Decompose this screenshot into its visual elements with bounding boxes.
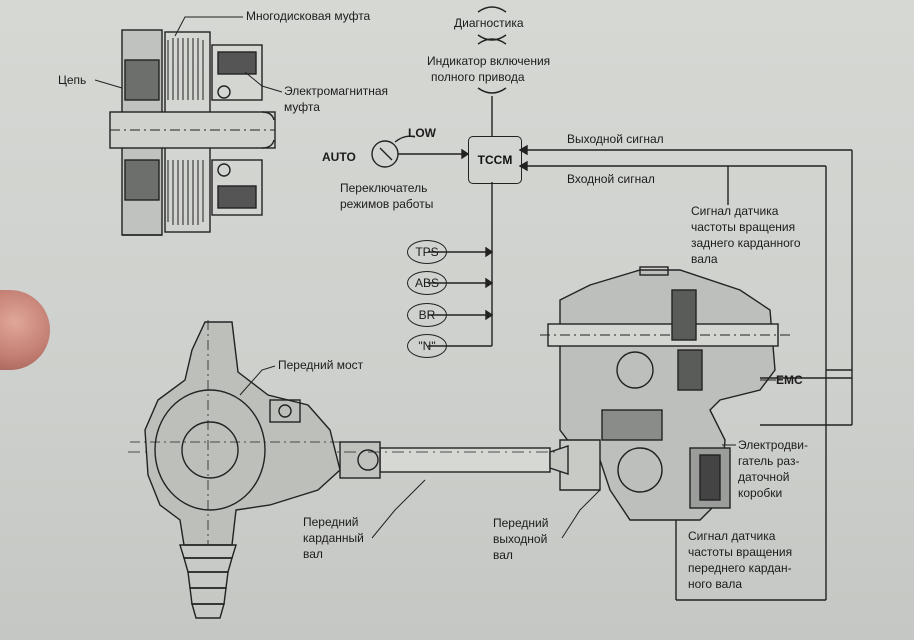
signal-n: "N" [407, 334, 447, 358]
label-awd-indicator-line1: Индикатор включения [427, 54, 551, 68]
transfer-clutch-drawing [109, 29, 276, 236]
label-output-signal: Выходной сигнал [567, 132, 664, 146]
label-emc: EMC [776, 373, 803, 387]
label-rear-sensor-line4: вала [691, 252, 718, 266]
label-front-axle: Передний мост [278, 358, 364, 372]
label-motor-line1: Электродви- [738, 438, 808, 452]
label-chain: Цепь [58, 73, 87, 87]
label-input-signal: Входной сигнал [567, 172, 655, 186]
label-rear-sensor-line1: Сигнал датчика [691, 204, 779, 218]
label-front-sensor-line1: Сигнал датчика [688, 529, 776, 543]
label-front-shaft-line1: Передний [303, 515, 359, 529]
label-front-shaft-line3: вал [303, 547, 323, 561]
signal-wiring [428, 144, 853, 601]
indicator-lamps-drawing [477, 6, 507, 136]
signal-abs: ABS [407, 271, 447, 295]
label-motor-line3: даточной [738, 470, 790, 484]
label-rear-sensor-line3: заднего карданного [691, 236, 801, 250]
label-mode-switch-line2: режимов работы [340, 197, 434, 211]
label-em-clutch-line1: Электромагнитная [284, 84, 389, 98]
label-front-shaft-line2: карданный [303, 531, 364, 545]
signal-br: BR [407, 303, 447, 327]
tccm-box: TCCM [468, 136, 522, 184]
label-low: LOW [408, 126, 436, 140]
label-motor-line4: коробки [738, 486, 783, 500]
label-auto: AUTO [322, 150, 356, 164]
signal-tps: TPS [407, 240, 447, 264]
label-em-clutch-line2: муфта [284, 100, 320, 114]
label-motor-line2: гатель раз- [738, 454, 800, 468]
front-axle-drawing [130, 320, 341, 619]
label-front-output-line2: выходной [493, 532, 548, 546]
label-mode-switch-line1: Переключатель [340, 181, 428, 195]
label-awd-indicator-line2: полного привода [431, 70, 525, 84]
label-front-output-line3: вал [493, 548, 513, 562]
transfer-case-drawing [540, 266, 852, 521]
label-front-sensor-line3: переднего кардан- [688, 561, 792, 575]
mode-switch-drawing [371, 135, 470, 168]
label-diagnostics: Диагностика [454, 16, 524, 30]
label-multidisk-clutch: Многодисковая муфта [246, 9, 371, 23]
label-front-sensor-line4: ного вала [688, 577, 743, 591]
label-front-sensor-line2: частоты вращения [688, 545, 793, 559]
label-front-output-line1: Передний [493, 516, 549, 530]
label-rear-sensor-line2: частоты вращения [691, 220, 796, 234]
